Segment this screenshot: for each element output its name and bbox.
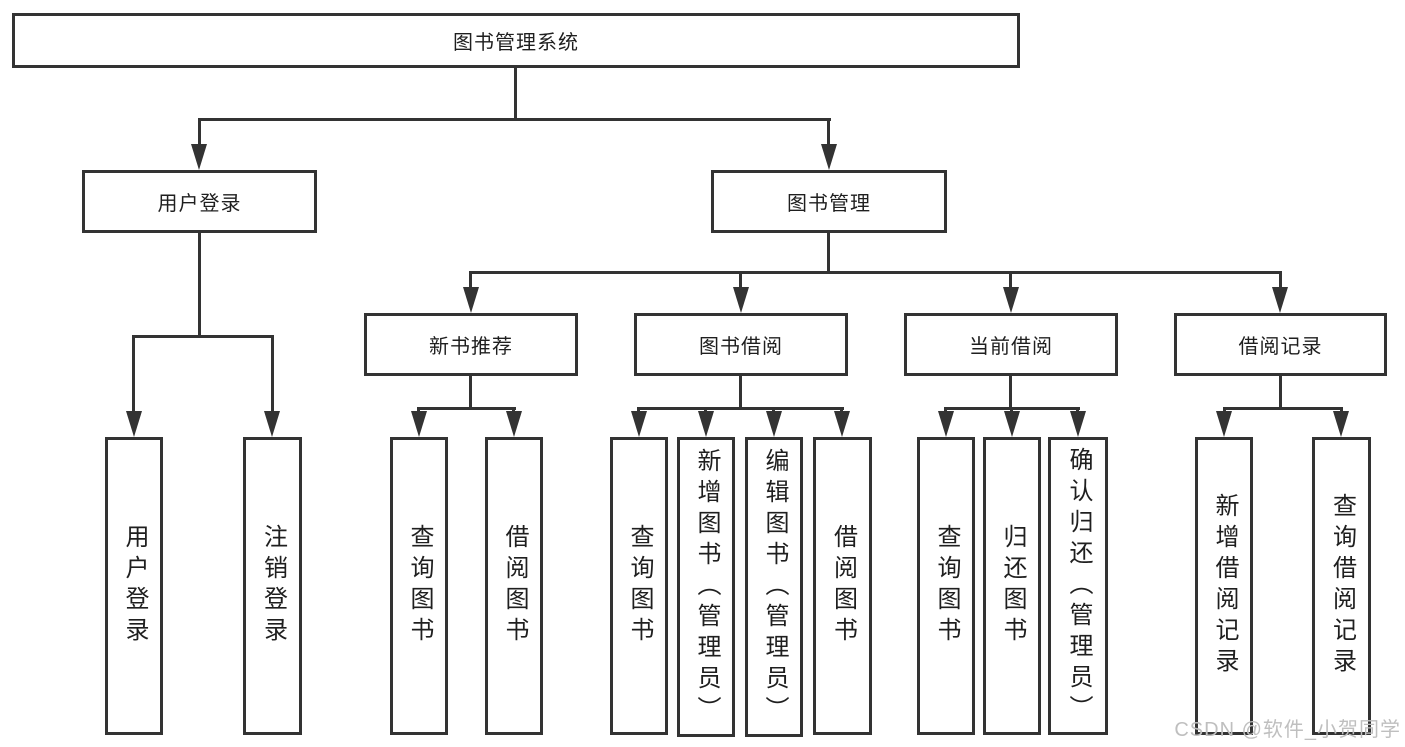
arrowhead-icon bbox=[411, 411, 427, 437]
node-book-management: 图书管理 bbox=[711, 170, 947, 233]
node-new-book-recommend-label: 新书推荐 bbox=[429, 336, 513, 358]
leaf-add-books-admin: 新增图书（管理员） bbox=[677, 437, 735, 737]
arrowhead-icon bbox=[264, 411, 280, 437]
leaf-borrow-books-2: 借阅图书 bbox=[813, 437, 872, 735]
connector-line bbox=[1009, 376, 1012, 409]
connector-line bbox=[198, 233, 201, 338]
arrowhead-icon bbox=[698, 411, 714, 437]
arrowhead-icon bbox=[1333, 411, 1349, 437]
connector-line bbox=[514, 68, 517, 121]
leaf-query-books-3-label: 查询图书 bbox=[933, 524, 960, 648]
leaf-edit-books-admin-label: 编辑图书（管理员） bbox=[761, 447, 788, 727]
node-current-borrow: 当前借阅 bbox=[904, 313, 1118, 376]
leaf-query-books-1: 查询图书 bbox=[390, 437, 448, 735]
connector-line bbox=[637, 407, 844, 410]
node-borrow-record: 借阅记录 bbox=[1174, 313, 1387, 376]
connector-line bbox=[1009, 271, 1012, 291]
node-new-book-recommend: 新书推荐 bbox=[364, 313, 578, 376]
leaf-query-borrow-record: 查询借阅记录 bbox=[1312, 437, 1371, 735]
arrowhead-icon bbox=[733, 287, 749, 313]
node-root: 图书管理系统 bbox=[12, 13, 1020, 68]
node-book-borrow-label: 图书借阅 bbox=[699, 336, 783, 358]
connector-line bbox=[198, 118, 831, 121]
leaf-logout-label: 注销登录 bbox=[259, 524, 287, 648]
arrowhead-icon bbox=[506, 411, 522, 437]
leaf-add-books-admin-label: 新增图书（管理员） bbox=[693, 447, 720, 727]
connector-line bbox=[469, 376, 472, 409]
arrowhead-icon bbox=[834, 411, 850, 437]
leaf-add-borrow-record-label: 新增借阅记录 bbox=[1211, 493, 1238, 679]
leaf-edit-books-admin: 编辑图书（管理员） bbox=[745, 437, 803, 737]
arrowhead-icon bbox=[631, 411, 647, 437]
leaf-add-borrow-record: 新增借阅记录 bbox=[1195, 437, 1253, 735]
connector-line bbox=[739, 376, 742, 409]
arrowhead-icon bbox=[1216, 411, 1232, 437]
arrowhead-icon bbox=[126, 411, 142, 437]
connector-line bbox=[198, 118, 201, 148]
leaf-return-books-label: 归还图书 bbox=[999, 524, 1026, 648]
connector-line bbox=[132, 335, 135, 415]
connector-line bbox=[827, 118, 830, 148]
connector-line bbox=[739, 271, 742, 291]
leaf-query-books-2: 查询图书 bbox=[610, 437, 668, 735]
node-user-login: 用户登录 bbox=[82, 170, 317, 233]
connector-line bbox=[1223, 407, 1343, 410]
connector-line bbox=[469, 271, 472, 291]
leaf-user-login-label: 用户登录 bbox=[121, 524, 148, 648]
leaf-query-borrow-record-label: 查询借阅记录 bbox=[1328, 493, 1356, 679]
leaf-confirm-return-admin: 确认归还（管理员） bbox=[1048, 437, 1108, 735]
leaf-query-books-1-label: 查询图书 bbox=[406, 524, 433, 648]
node-book-management-label: 图书管理 bbox=[787, 193, 871, 215]
connector-line bbox=[469, 271, 1282, 274]
leaf-user-login: 用户登录 bbox=[105, 437, 163, 735]
connector-line bbox=[827, 233, 830, 273]
connector-line bbox=[132, 335, 274, 338]
arrowhead-icon bbox=[1070, 411, 1086, 437]
leaf-return-books: 归还图书 bbox=[983, 437, 1041, 735]
connector-line bbox=[1279, 271, 1282, 291]
leaf-query-books-2-label: 查询图书 bbox=[626, 524, 653, 648]
leaf-borrow-books-1: 借阅图书 bbox=[485, 437, 543, 735]
arrowhead-icon bbox=[463, 287, 479, 313]
node-book-borrow: 图书借阅 bbox=[634, 313, 848, 376]
node-root-label: 图书管理系统 bbox=[453, 32, 579, 54]
leaf-query-books-3: 查询图书 bbox=[917, 437, 975, 735]
node-current-borrow-label: 当前借阅 bbox=[969, 336, 1053, 358]
arrowhead-icon bbox=[1004, 411, 1020, 437]
watermark: CSDN @软件_小贺同学 bbox=[1174, 719, 1401, 741]
arrowhead-icon bbox=[766, 411, 782, 437]
arrowhead-icon bbox=[821, 144, 837, 170]
leaf-borrow-books-1-label: 借阅图书 bbox=[501, 524, 528, 648]
node-user-login-label: 用户登录 bbox=[157, 193, 242, 215]
arrowhead-icon bbox=[1003, 287, 1019, 313]
connector-line bbox=[1279, 376, 1282, 409]
connector-line bbox=[417, 407, 516, 410]
leaf-logout: 注销登录 bbox=[243, 437, 302, 735]
leaf-confirm-return-admin-label: 确认归还（管理员） bbox=[1065, 446, 1092, 726]
leaf-borrow-books-2-label: 借阅图书 bbox=[829, 524, 857, 648]
arrowhead-icon bbox=[938, 411, 954, 437]
connector-line bbox=[271, 335, 274, 415]
arrowhead-icon bbox=[1272, 287, 1288, 313]
arrowhead-icon bbox=[191, 144, 207, 170]
node-borrow-record-label: 借阅记录 bbox=[1238, 336, 1323, 358]
